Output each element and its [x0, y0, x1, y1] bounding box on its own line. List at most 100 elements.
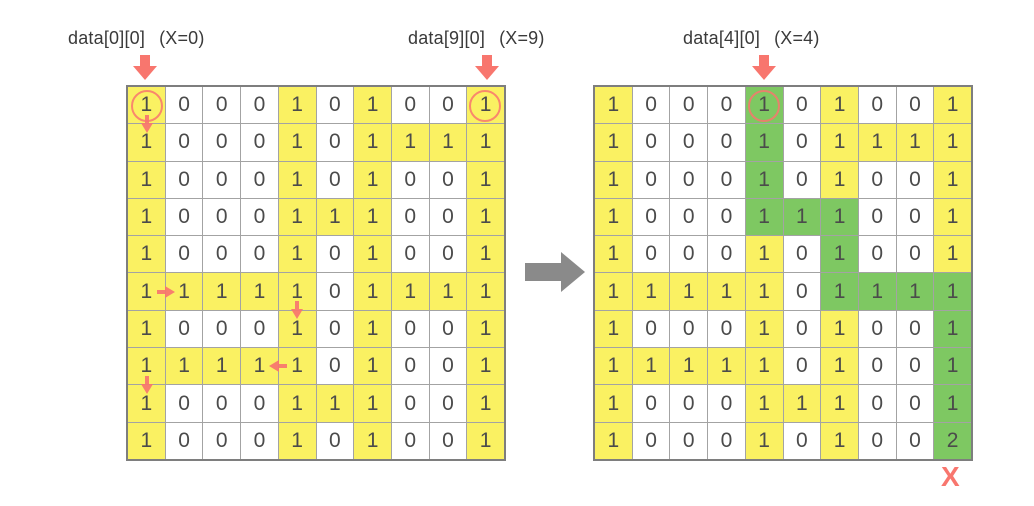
grid-cell: 0	[391, 198, 429, 236]
grid-cell: 0	[708, 124, 745, 161]
grid-cell: 1	[278, 385, 316, 422]
grid-cell: 0	[670, 198, 708, 236]
grid-cell: 0	[429, 198, 467, 236]
grid-cell: 1	[128, 422, 165, 459]
grid-cell: 0	[429, 310, 467, 348]
grid-cell: 0	[391, 161, 429, 198]
grid-cell: 0	[896, 87, 934, 124]
small-arrow-down-icon	[140, 375, 153, 394]
grid-cell: 1	[595, 422, 632, 459]
grid-cell: 1	[354, 161, 391, 198]
grid-cell: 0	[670, 422, 708, 459]
grid-cell: 0	[632, 385, 670, 422]
grid-cell: 1	[934, 273, 971, 310]
grid-cell: 1	[934, 124, 971, 161]
grid-cell: 1	[595, 87, 632, 124]
grid-cell: 1	[745, 385, 783, 422]
grid-cell: 1	[821, 198, 858, 236]
grid-cell: 1	[821, 348, 858, 385]
grid-cell: 1	[745, 161, 783, 198]
grid-cell: 1	[745, 273, 783, 310]
small-arrow-down-icon	[291, 301, 304, 320]
grid-cell: 1	[278, 87, 316, 124]
grid-cell: 0	[632, 198, 670, 236]
grid-cell: 0	[632, 422, 670, 459]
grid-cell: 0	[316, 348, 354, 385]
grid-cell: 1	[632, 348, 670, 385]
grid-cell: 0	[896, 161, 934, 198]
grid-cell: 0	[241, 385, 278, 422]
grid-cell: 0	[783, 273, 821, 310]
grid-cell: 1	[708, 348, 745, 385]
grid-cell: 0	[632, 236, 670, 273]
grid-cell: 1	[670, 348, 708, 385]
grid-cell: 0	[165, 385, 203, 422]
grid-cell: 1	[354, 87, 391, 124]
grid-cell: 0	[858, 236, 896, 273]
grid-cell: 0	[896, 385, 934, 422]
grid-cell: 0	[670, 87, 708, 124]
circle-marker	[469, 89, 502, 122]
grid-cell: 1	[278, 124, 316, 161]
grid-cell: 0	[708, 310, 745, 348]
grid-cell: 1	[354, 273, 391, 310]
grid-cell: 1	[783, 385, 821, 422]
grid-cell: 1	[467, 161, 504, 198]
grid-cell: 0	[241, 198, 278, 236]
grid-cell: 0	[783, 422, 821, 459]
grid-cell: 1	[278, 161, 316, 198]
grid-cell: 1	[595, 236, 632, 273]
label-data-0-0-name: data[0][0]	[68, 28, 146, 48]
grid-cell: 0	[783, 161, 821, 198]
grid-cell: 0	[708, 236, 745, 273]
grid-cell: 0	[896, 236, 934, 273]
grid-cell: 1	[745, 124, 783, 161]
grid-cell: 1	[128, 310, 165, 348]
small-arrow-down-icon	[140, 115, 153, 134]
grid-cell: 0	[203, 236, 241, 273]
grid-cell: 0	[165, 236, 203, 273]
grid-cell: 0	[165, 161, 203, 198]
grid-cell: 1	[821, 422, 858, 459]
grid-cell: 0	[316, 236, 354, 273]
grid-cell: 0	[783, 87, 821, 124]
grid-cell: 0	[203, 124, 241, 161]
grid-cell: 0	[203, 161, 241, 198]
exit-x-marker: X	[941, 461, 960, 492]
grid-cell: 0	[165, 310, 203, 348]
grid-cell: 1	[745, 422, 783, 459]
grid-cell: 1	[595, 348, 632, 385]
transform-arrow-icon	[525, 250, 585, 294]
grid-cell: 0	[241, 87, 278, 124]
pointer-arrow-down-icon	[474, 55, 500, 80]
grid-cell: 1	[896, 273, 934, 310]
grid-cell: 1	[354, 236, 391, 273]
grid-cell: 0	[165, 87, 203, 124]
grid-cell: 0	[316, 161, 354, 198]
grid-cell: 1	[708, 273, 745, 310]
grid-cell: 0	[203, 310, 241, 348]
grid-cell: 1	[595, 385, 632, 422]
grid-cell: 1	[670, 273, 708, 310]
grid-cell: 0	[391, 348, 429, 385]
grid-cell: 0	[670, 236, 708, 273]
grid-cell: 0	[429, 87, 467, 124]
grid-cell: 1	[595, 310, 632, 348]
grid-cell: 1	[632, 273, 670, 310]
circle-marker	[748, 89, 781, 122]
grid-cell: 1	[391, 273, 429, 310]
grid-cell: 0	[429, 161, 467, 198]
grid-cell: 1	[467, 273, 504, 310]
grid-cell: 0	[316, 310, 354, 348]
label-data-0-0: data[0][0](X=0)	[68, 28, 205, 49]
grid-cell: 1	[934, 348, 971, 385]
grid-cell: 0	[316, 422, 354, 459]
grid-cell: 1	[316, 198, 354, 236]
grid-cell: 0	[165, 198, 203, 236]
grid-cell: 1	[595, 273, 632, 310]
grid-cell: 0	[632, 124, 670, 161]
grid-cell: 0	[429, 236, 467, 273]
grid-cell: 0	[429, 348, 467, 385]
grid-cell: 1	[391, 124, 429, 161]
